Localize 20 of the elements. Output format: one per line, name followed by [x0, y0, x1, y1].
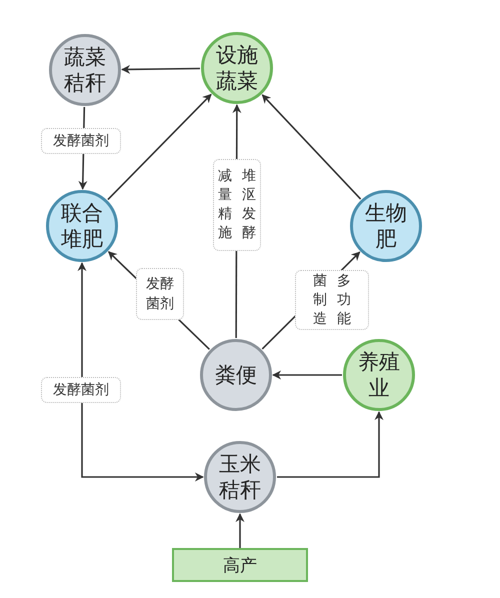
- arrow: [107, 94, 212, 200]
- edge-label: 发酵菌剂: [41, 377, 121, 403]
- arrow: [236, 513, 244, 548]
- arrow: [262, 94, 362, 200]
- edge-label: 发酵菌剂: [136, 268, 184, 320]
- process-circle: 玉米秸秆: [204, 441, 276, 513]
- edge-label: 多功能菌制造: [295, 270, 369, 330]
- arrow: [277, 411, 384, 478]
- edge-label: 发酵菌剂: [41, 128, 121, 154]
- arrow: [78, 262, 204, 482]
- process-circle: 蔬菜秸秆: [49, 34, 121, 106]
- process-circle: 设施蔬菜: [201, 32, 273, 104]
- process-circle: 联合堆肥: [46, 190, 118, 262]
- arrow: [272, 370, 342, 380]
- process-circle: 养殖业: [343, 339, 415, 411]
- edge-label: 堆沤发酵减量精施: [213, 159, 261, 251]
- process-circle: 生物肥: [350, 190, 422, 262]
- process-box: 高产: [172, 548, 308, 582]
- process-circle: 粪便: [200, 339, 272, 411]
- arrow: [121, 64, 200, 74]
